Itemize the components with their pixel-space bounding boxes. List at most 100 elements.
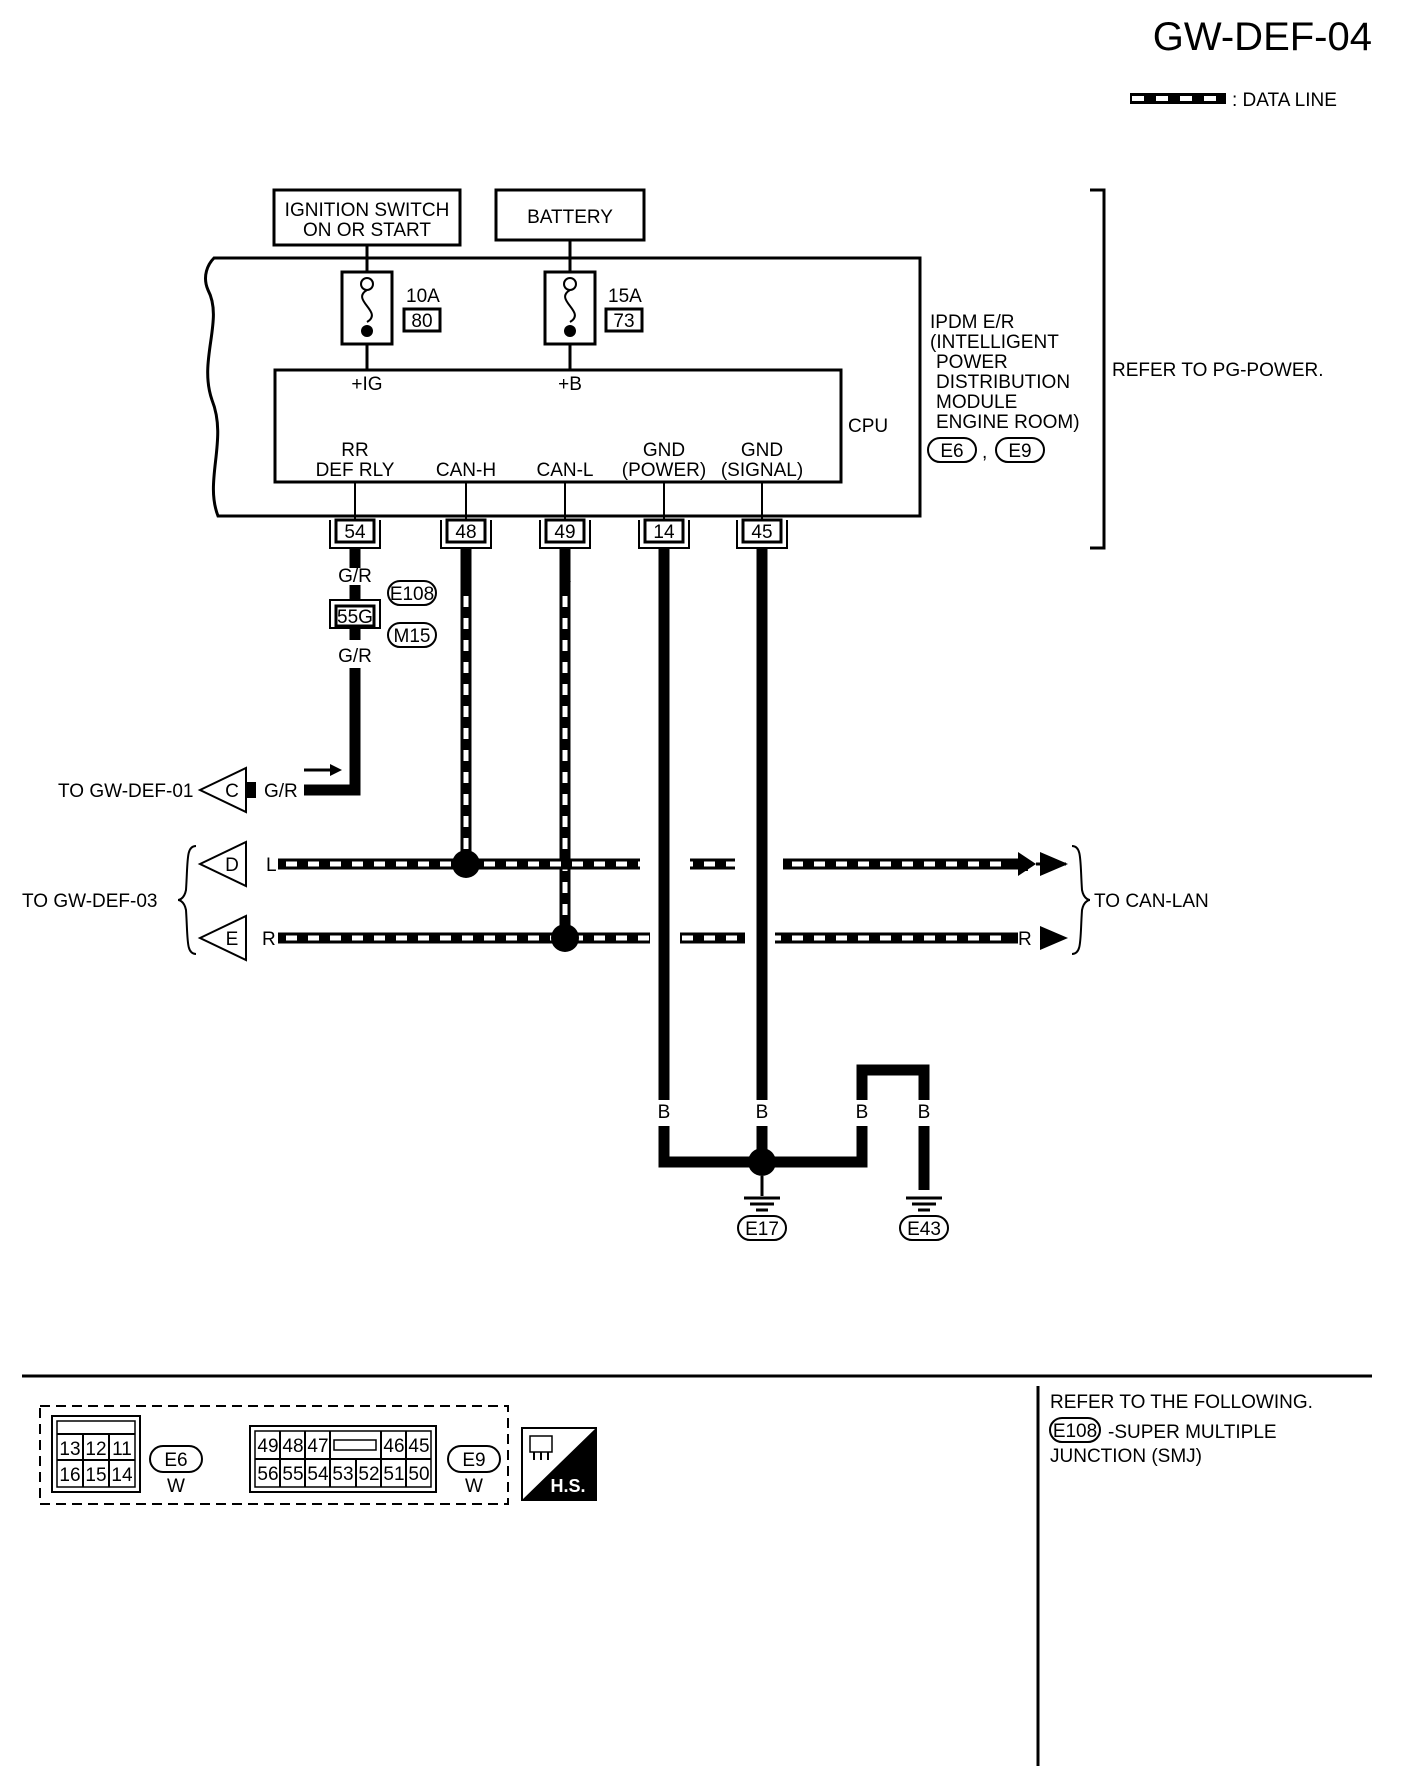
wire-color-54-bottom: G/R (338, 646, 372, 667)
cpu-input-b: +B (558, 374, 582, 395)
ignition-line-2: ON OR START (303, 220, 431, 241)
cpu-out-gnd-power: GND (643, 440, 685, 461)
wire-color-gnd-45: B (756, 1102, 769, 1123)
fuse-10a-number: 80 (411, 311, 432, 332)
e9-pin-56: 56 (257, 1464, 278, 1485)
cpu-label: CPU (848, 416, 888, 437)
fuse-15a-number: 73 (613, 311, 634, 332)
wire-color-54-top: G/R (338, 566, 372, 587)
junction-e108: E108 (390, 584, 434, 605)
cpu-out-can-l: CAN-L (536, 460, 593, 481)
ipdm-line-3: POWER (936, 352, 1008, 373)
cpu-out-signal: (SIGNAL) (721, 460, 803, 481)
ignition-line-1: IGNITION SWITCH (285, 200, 450, 221)
terminal-45-label: 45 (751, 522, 772, 543)
e6-connector-color: W (167, 1476, 185, 1497)
page-id: GW-DEF-04 (1153, 15, 1372, 59)
splice-can-l (551, 924, 579, 952)
to-gw-def-03: TO GW-DEF-03 (22, 891, 157, 912)
data-line-legend: : DATA LINE (1130, 90, 1337, 111)
e9-connector-color: W (465, 1476, 483, 1497)
wire-color-e-left: R (262, 929, 276, 950)
cpu-out-rr: RR (341, 440, 368, 461)
data-line-e (278, 926, 1068, 950)
terminal-48-label: 48 (455, 522, 476, 543)
ipdm-connector-separator: , (982, 442, 987, 463)
terminal-49-label: 49 (554, 522, 575, 543)
wire-color-d-left: L (266, 855, 277, 876)
harness-side-icon: H.S. (521, 1427, 597, 1501)
cpu-out-def-rly: DEF RLY (316, 460, 395, 481)
cpu-box: +IG +B CPU RR DEF RLY CAN-H CAN-L GND (P… (273, 368, 888, 484)
terminal-49: 49 (539, 518, 591, 549)
wire-gnd-loop (856, 1064, 930, 1100)
cpu-out-can-h: CAN-H (436, 460, 496, 481)
offpage-e-marker: E (197, 914, 247, 962)
junction-pin: 55G (337, 607, 373, 628)
fuse-15a: 15A 73 (543, 270, 644, 370)
wire-gnd-14-to-splice (658, 1126, 762, 1168)
e9-connector-name: E9 (462, 1450, 485, 1471)
ipdm-line-4: DISTRIBUTION (936, 372, 1070, 393)
e6-pin-14: 14 (111, 1465, 133, 1486)
e9-pin-52: 52 (358, 1464, 379, 1485)
offpage-c-marker: C (197, 766, 256, 814)
offpage-d-marker: D (197, 840, 247, 888)
terminal-54: 54 (329, 518, 381, 549)
ipdm-connector-e9: E9 (1008, 441, 1031, 462)
fuse-15a-amp: 15A (608, 286, 642, 307)
connector-views-frame (39, 1405, 509, 1505)
offpage-c-letter: C (225, 781, 239, 802)
battery-box: BATTERY (494, 188, 646, 242)
e6-pin-15: 15 (85, 1465, 106, 1486)
wire-color-gnd-loop: B (856, 1102, 869, 1123)
ipdm-label: IPDM E/R (INTELLIGENT POWER DISTRIBUTION… (927, 312, 1080, 463)
refer-following-connector: E108 (1053, 1421, 1097, 1442)
e6-pin-16: 16 (59, 1465, 80, 1486)
fuse-10a: 10A 80 (340, 270, 442, 370)
e9-pin-45: 45 (408, 1436, 429, 1457)
refer-following-heading: REFER TO THE FOLLOWING. (1050, 1392, 1313, 1413)
refer-following-notes: REFER TO THE FOLLOWING. E108 -SUPER MULT… (1049, 1392, 1313, 1467)
terminal-48: 48 (440, 518, 492, 549)
ipdm-line-6: ENGINE ROOM) (936, 412, 1080, 433)
legend-data-line-label: : DATA LINE (1232, 90, 1337, 111)
ipdm-connector-e6: E6 (940, 441, 963, 462)
fuse-10a-amp: 10A (406, 286, 440, 307)
wire-color-gnd-e43: B (918, 1102, 931, 1123)
e9-pin-51: 51 (383, 1464, 404, 1485)
junction-m15: M15 (394, 626, 431, 647)
cpu-input-ig: +IG (351, 374, 382, 395)
wire-color-e-right: R (1018, 929, 1032, 950)
e9-pin-50: 50 (408, 1464, 429, 1485)
e9-pin-53: 53 (332, 1464, 353, 1485)
junction-55g: 55G E108 M15 (329, 580, 437, 648)
e6-pin-12: 12 (85, 1439, 106, 1460)
cpu-out-gnd-signal: GND (741, 440, 783, 461)
refer-pg-power: REFER TO PG-POWER. (1112, 360, 1324, 381)
ground-e17: E17 (745, 1219, 779, 1240)
data-line-d (278, 852, 1068, 876)
e9-pin-46: 46 (383, 1436, 404, 1457)
cpu-out-power: (POWER) (622, 460, 706, 481)
wire-color-d-right: L (1018, 855, 1029, 876)
ipdm-line-2: (INTELLIGENT (930, 332, 1059, 353)
to-def03-brace (177, 845, 197, 955)
e6-pin-11: 11 (112, 1439, 132, 1460)
ground-e43: E43 (907, 1219, 941, 1240)
wire-rr-def-to-c (304, 668, 361, 796)
splice-can-h (452, 850, 480, 878)
terminal-14-label: 14 (653, 522, 675, 543)
wire-gnd-splice-to-loop (756, 1126, 868, 1168)
connector-e6-face: 13 12 11 16 15 14 E6 W (51, 1415, 203, 1497)
e9-pin-48: 48 (282, 1436, 303, 1457)
ignition-switch-box: IGNITION SWITCH ON OR START (272, 188, 462, 247)
wire-color-gnd-14: B (658, 1102, 671, 1123)
hs-label: H.S. (550, 1476, 585, 1496)
to-can-lan: TO CAN-LAN (1094, 891, 1209, 912)
pg-power-bracket (1090, 188, 1106, 550)
splice-ground (748, 1148, 776, 1176)
wire-color-to-c: G/R (264, 781, 298, 802)
ground-e43-symbol: E43 (899, 1196, 949, 1241)
